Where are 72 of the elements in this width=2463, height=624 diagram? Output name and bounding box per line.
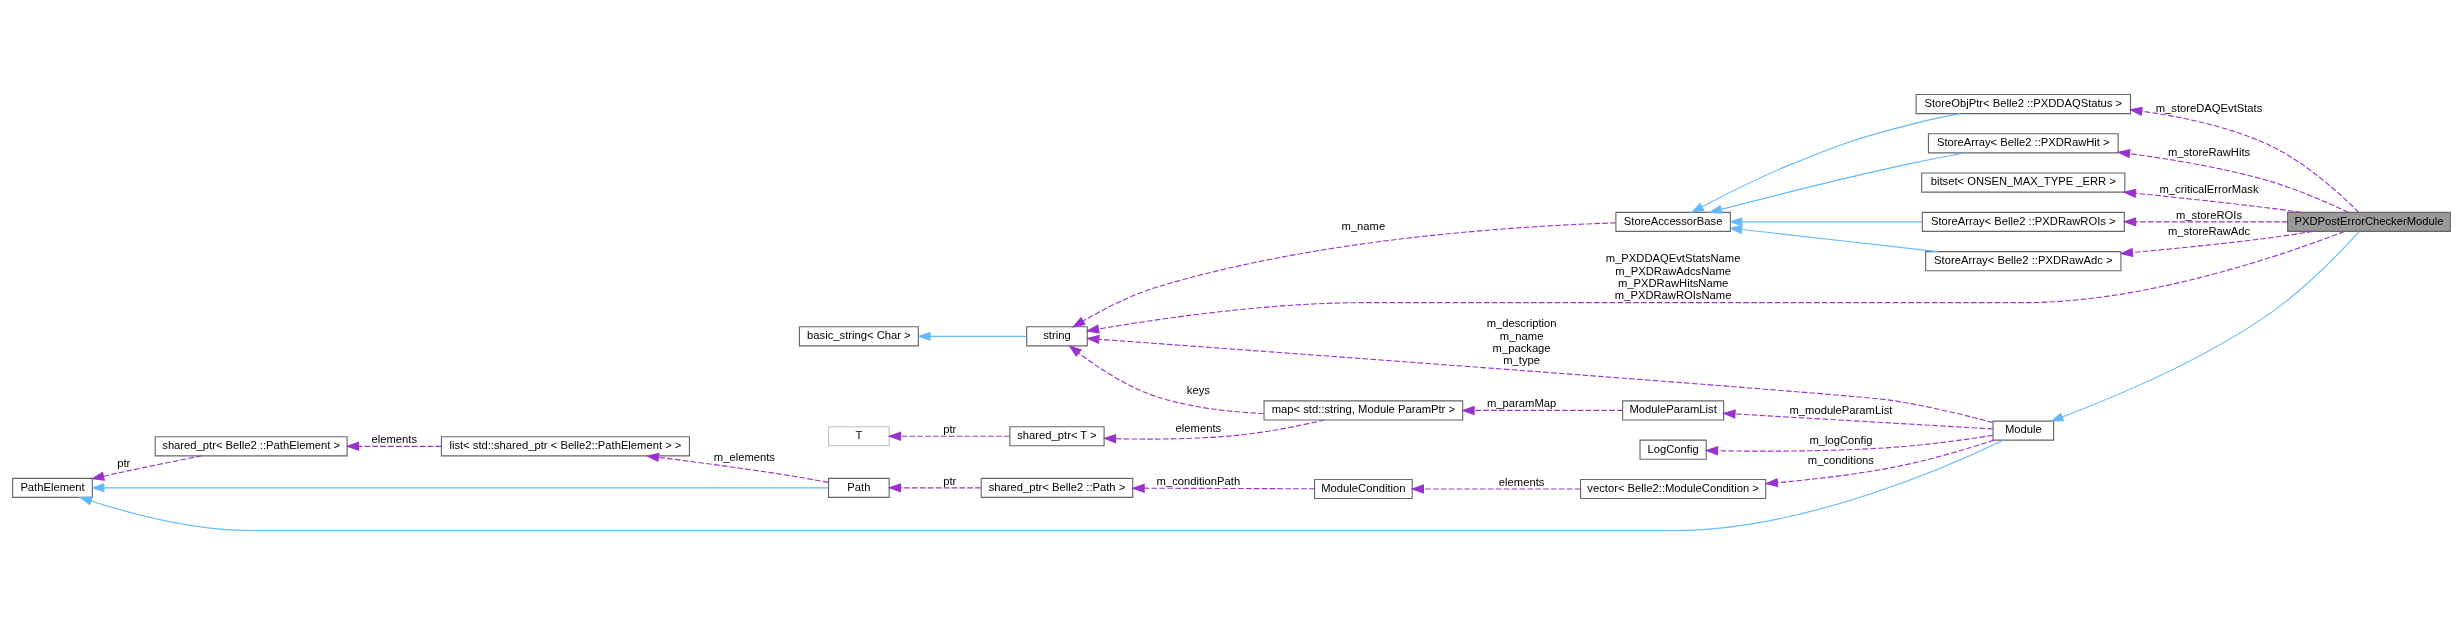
arrow — [645, 452, 829, 483]
edge-label: m_conditions — [1807, 453, 1874, 466]
arrow — [1704, 434, 1994, 455]
node-box: StoreAccessorBase — [1615, 211, 1731, 232]
node-box: StoreArray< Belle2 ::PXDRawHit > — [1927, 132, 2119, 153]
node-box: basic_string< Char > — [798, 325, 919, 346]
arrow — [90, 454, 202, 481]
edge-label: keys — [1186, 383, 1210, 396]
arrow — [887, 431, 1010, 441]
arrow — [1764, 439, 1995, 487]
arrow — [1690, 112, 1961, 213]
edge-label: m_logConfig — [1809, 433, 1873, 446]
node-box: ModuleParamList — [1622, 399, 1725, 420]
edge-label: m_description m_name m_package m_type — [1486, 316, 1557, 366]
edge-label: ptr — [117, 456, 131, 469]
edge-label: m_storeROIs — [2175, 208, 2243, 221]
arrow — [78, 439, 2004, 531]
arrow — [345, 441, 442, 451]
arrow — [1722, 408, 1994, 429]
arrow — [1071, 221, 1617, 328]
node-box: list< std::shared_ptr < Belle2::PathElement > > — [440, 435, 690, 456]
arrow — [2050, 230, 2360, 422]
arrow — [2116, 148, 2349, 213]
node-box: shared_ptr< Belle2 ::PathElement > — [154, 435, 348, 456]
node-box: StoreArray< Belle2 ::PXDRawAdc > — [1925, 250, 2122, 271]
node-box: shared_ptr< T > — [1009, 425, 1105, 446]
edge-label: ptr — [943, 422, 957, 435]
edge-label: m_PXDDAQEvtStatsName m_PXDRawAdcsName m_PXDRawHitsName m_PXDRawROIsName — [1605, 251, 1741, 301]
node-box: LogConfig — [1639, 439, 1707, 460]
edge-label: m_paramMap — [1487, 396, 1557, 409]
edge-label: m_name — [1341, 219, 1386, 232]
node-box: PathElement — [12, 477, 93, 498]
edge-label: m_storeRawHits — [2167, 145, 2251, 158]
arrow — [2119, 230, 2313, 257]
arrow — [887, 482, 982, 493]
node-box: StoreArray< Belle2 ::PXDRawROIs > — [1921, 211, 2125, 232]
arrow — [1068, 344, 1265, 414]
arrow — [1728, 216, 1923, 227]
node-box: map< std::string, Module ParamPtr > — [1263, 399, 1464, 420]
node-box: Path — [828, 477, 890, 498]
node-box: T — [828, 425, 890, 446]
edge-label: m_elements — [713, 450, 775, 463]
edge-label: elements — [1498, 475, 1545, 488]
edge-label: m_conditionPath — [1156, 474, 1241, 486]
arrow — [1728, 224, 1939, 252]
node-box: bitset< ONSEN_MAX_TYPE _ERR > — [1921, 172, 2126, 193]
edge-label: elements — [1175, 421, 1222, 434]
node-box: ModuleCondition — [1314, 478, 1413, 499]
arrow — [1708, 151, 1966, 214]
edge-label: elements — [371, 432, 418, 445]
edge-label: m_storeRawAdc — [2167, 224, 2251, 237]
node-box: PXDPostErrorCheckerModule — [2287, 211, 2451, 232]
arrow — [1410, 483, 1581, 494]
edge-label: m_moduleParamList — [1789, 403, 1893, 416]
edge-label: ptr — [943, 474, 957, 486]
edge-label: m_criticalErrorMask — [2159, 182, 2259, 195]
node-box: string — [1026, 325, 1088, 346]
arrow — [917, 331, 1028, 341]
node-box: shared_ptr< Belle2 ::Path > — [980, 477, 1134, 498]
arrow — [1102, 418, 1325, 443]
arrow — [2128, 106, 2360, 213]
node-box: StoreObjPtr< Belle2 ::PXDDAQStatus > — [1915, 93, 2132, 114]
arrow — [2122, 216, 2288, 227]
arrow — [2122, 188, 2302, 213]
arrow — [1131, 482, 1315, 493]
arrow — [1085, 334, 1994, 423]
arrow — [1461, 405, 1624, 415]
node-box: Module — [1992, 420, 2055, 441]
arrow — [1085, 230, 2345, 334]
edge-label: m_storeDAQEvtStats — [2155, 101, 2263, 114]
arrow — [90, 482, 829, 493]
node-box: vector< Belle2::ModuleCondition > — [1580, 478, 1767, 499]
